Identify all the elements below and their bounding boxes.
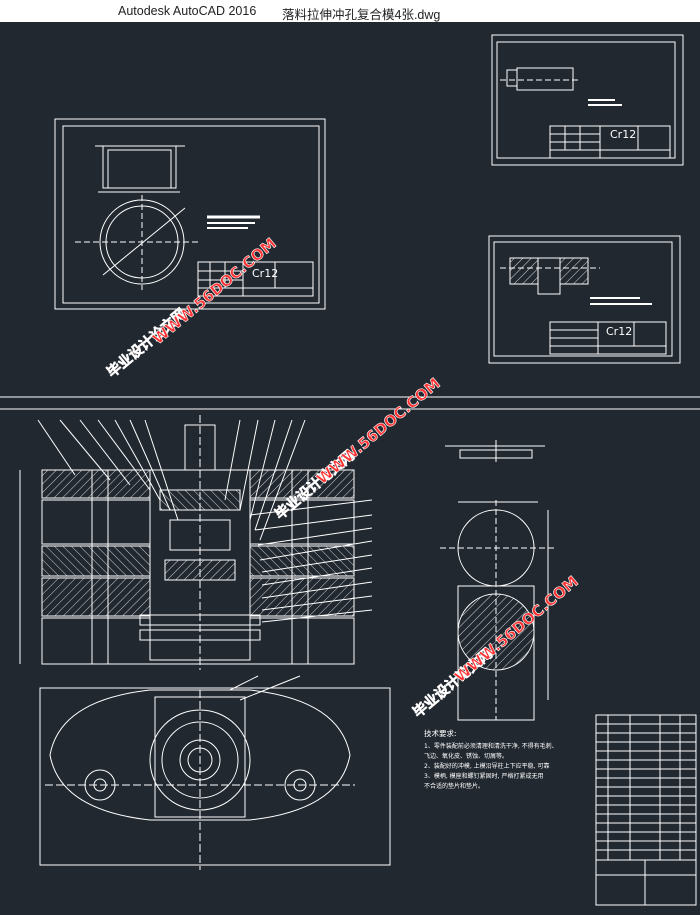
tech-req-line: 3、模柄, 模座和螺钉紧固时, 严格打紧成无用 <box>424 772 543 780</box>
tech-req-line: 不合适的垫片和垫片。 <box>424 782 484 790</box>
sheet-punch-drawing[interactable] <box>488 235 681 364</box>
drawing-canvas[interactable]: Cr12 Cr12 Cr12 技术要求: 1、零件装配前必须清理和清洗干净, 不… <box>0 22 700 911</box>
sheet-pin-drawing[interactable] <box>491 34 684 166</box>
tech-req-line: 飞边、氧化皮、锈蚀、切屑等。 <box>424 752 508 760</box>
material-label-sheet1: Cr12 <box>252 267 278 280</box>
material-label-sheet3: Cr12 <box>606 325 632 338</box>
sheet-blank-drawing[interactable] <box>54 118 326 310</box>
tech-req-line: 1、零件装配前必须清理和清洗干净, 不得有毛刺、 <box>424 742 558 750</box>
watermark-url-2: WWW.56DOC.COM <box>313 374 444 488</box>
tech-req-line: 2、装配好的冲模, 上模沿导柱上下应平稳, 可靠 <box>424 762 549 770</box>
material-label-sheet2: Cr12 <box>610 128 636 141</box>
part-detail-views[interactable] <box>440 440 555 721</box>
app-title: Autodesk AutoCAD 2016 <box>118 4 257 18</box>
title-bar: Autodesk AutoCAD 2016 落料拉伸冲孔复合模4张.dwg <box>0 0 700 22</box>
watermark-url-1: WWW.56DOC.COM <box>149 234 280 348</box>
tech-req-title: 技术要求: <box>424 728 457 738</box>
document-title: 落料拉伸冲孔复合模4张.dwg <box>282 8 441 22</box>
assembly-plan-view[interactable] <box>39 675 391 870</box>
assembly-section-view[interactable] <box>19 415 373 670</box>
cad-drawing[interactable]: Cr12 Cr12 Cr12 技术要求: 1、零件装配前必须清理和清洗干净, 不… <box>0 22 700 911</box>
bill-of-materials[interactable] <box>595 714 697 906</box>
technical-requirements: 技术要求: 1、零件装配前必须清理和清洗干净, 不得有毛刺、 飞边、氧化皮、锈蚀… <box>424 728 558 790</box>
